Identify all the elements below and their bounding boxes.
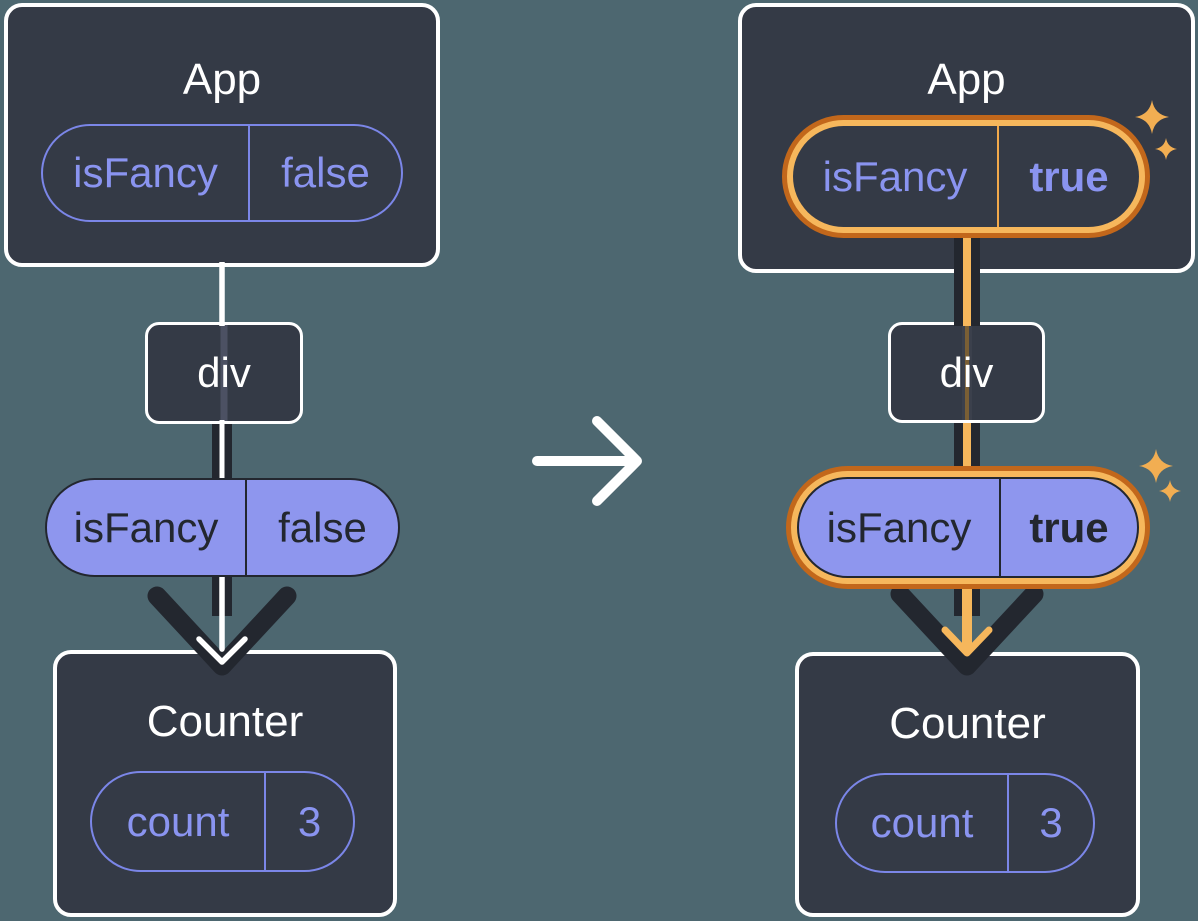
component-title-app: App (182, 55, 262, 104)
component-title-counter: Counter (146, 697, 304, 746)
props-pill-before: isFancy false (45, 478, 400, 577)
state-pill-app-after-highlight: isFancy true (782, 115, 1150, 238)
pass-through-line (220, 325, 228, 421)
state-pill-app-before: isFancy false (41, 124, 403, 222)
component-title-app: App (927, 55, 1006, 104)
div-element-label: div (197, 349, 251, 396)
sparkle-icon (1135, 100, 1169, 134)
prop-name: isFancy (826, 503, 972, 551)
prop-value: false (245, 480, 398, 575)
arrow-into-counter-before (196, 569, 248, 665)
arrow-into-counter-after (941, 573, 993, 657)
pass-through-line-core (964, 325, 969, 420)
state-name: isFancy (822, 152, 968, 200)
component-title-counter: Counter (889, 699, 1046, 748)
state-name: count (126, 797, 230, 845)
transition-arrow (532, 416, 642, 506)
pass-through-line (961, 325, 972, 420)
prop-value: true (999, 479, 1137, 576)
state-value: false (248, 126, 401, 220)
state-value: 3 (1007, 775, 1093, 871)
sparkle-icon (1139, 449, 1173, 483)
state-name: count (870, 799, 974, 846)
state-name: isFancy (73, 149, 218, 196)
state-value: 3 (264, 773, 353, 870)
props-pill-after: isFancy true (797, 477, 1139, 578)
div-element-label: div (939, 348, 994, 396)
state-pill-counter-before: count 3 (90, 771, 355, 872)
sparkle-icon (1159, 480, 1181, 502)
props-pill-after-highlight: isFancy true (786, 466, 1150, 589)
state-pill-app-after: isFancy true (793, 126, 1139, 227)
arrowhead-chevron-before (147, 586, 297, 676)
prop-name: isFancy (73, 503, 219, 551)
arrowhead-chevron-after (890, 584, 1044, 676)
sparkle-icon (1155, 138, 1177, 160)
state-pill-counter-after: count 3 (835, 773, 1095, 873)
state-value: true (997, 126, 1139, 227)
